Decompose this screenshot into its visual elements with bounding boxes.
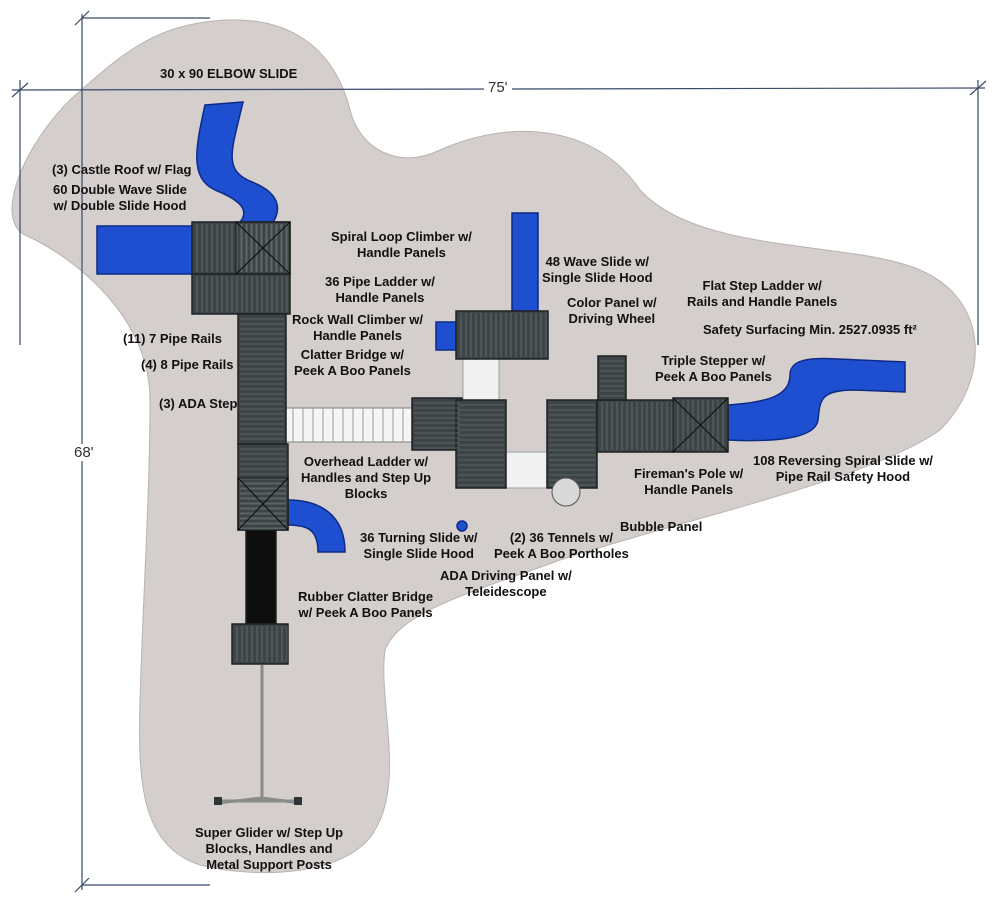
- slides: [96, 101, 906, 553]
- label-8-pipe-rails: (4) 8 Pipe Rails: [141, 357, 234, 372]
- label-color-panel: Color Panel w/ Driving Wheel: [567, 295, 657, 326]
- reversing-spiral-slide: [727, 357, 906, 442]
- flat-step-ladder: [597, 355, 627, 401]
- deck-wave-tower: [455, 310, 549, 360]
- label-tennels: (2) 36 Tennels w/ Peek A Boo Portholes: [494, 530, 629, 561]
- turning-slide-exit: [456, 520, 468, 532]
- label-firemans-pole: Fireman's Pole w/ Handle Panels: [634, 466, 744, 497]
- width-dimension-label: 75': [484, 79, 512, 96]
- label-triple-stepper: Triple Stepper w/ Peek A Boo Panels: [655, 353, 772, 384]
- label-overhead-ladder: Overhead Ladder w/ Handles and Step Up B…: [301, 454, 432, 501]
- deck-center: [455, 399, 507, 489]
- rock-wall-climber: [435, 321, 457, 351]
- label-wave-slide: 48 Wave Slide w/ Single Slide Hood: [542, 254, 653, 285]
- label-ada-driving-panel: ADA Driving Panel w/ Teleidescope: [440, 568, 572, 599]
- height-dimension-label: 68': [70, 444, 98, 461]
- double-wave-slide: [96, 225, 196, 275]
- super-glider-frame: [214, 665, 302, 805]
- turning-slide: [287, 499, 346, 553]
- label-elbow-slide: 30 x 90 ELBOW SLIDE: [160, 66, 298, 81]
- deck-tower-lower: [191, 273, 291, 315]
- label-safety-surfacing: Safety Surfacing Min. 2527.0935 ft²: [703, 322, 917, 337]
- label-super-glider: Super Glider w/ Step Up Blocks, Handles …: [195, 825, 344, 872]
- label-rock-wall-climber: Rock Wall Climber w/ Handle Panels: [292, 312, 423, 343]
- label-clatter-bridge: Clatter Bridge w/ Peek A Boo Panels: [294, 347, 411, 378]
- label-rubber-clatter-bridge: Rubber Clatter Bridge w/ Peek A Boo Pane…: [298, 589, 434, 620]
- tennel-horizontal: [504, 451, 548, 489]
- label-turning-slide: 36 Turning Slide w/ Single Slide Hood: [360, 530, 478, 561]
- bubble-panel: [551, 477, 581, 507]
- label-double-wave-slide: 60 Double Wave Slide w/ Double Slide Hoo…: [53, 182, 187, 213]
- label-pipe-ladder: 36 Pipe Ladder w/ Handle Panels: [325, 274, 435, 305]
- wave-slide: [511, 212, 539, 312]
- tennel-vertical: [462, 357, 500, 401]
- label-bubble-panel: Bubble Panel: [620, 519, 703, 534]
- rubber-clatter-bridge: [245, 529, 277, 625]
- label-spiral-loop-climber: Spiral Loop Climber w/ Handle Panels: [331, 229, 472, 260]
- overhead-ladder: [284, 407, 416, 443]
- decks: [191, 221, 729, 665]
- label-castle-roof: (3) Castle Roof w/ Flag: [52, 162, 192, 177]
- deck-glider-platform: [231, 623, 289, 665]
- label-7-pipe-rails: (11) 7 Pipe Rails: [123, 331, 222, 346]
- deck-center-left: [411, 397, 463, 451]
- label-ada-step: (3) ADA Step: [159, 396, 238, 411]
- deck-triple-stepper: [596, 399, 674, 453]
- label-reversing-spiral-slide: 108 Reversing Spiral Slide w/ Pipe Rail …: [753, 453, 933, 484]
- label-flat-step-ladder: Flat Step Ladder w/ Rails and Handle Pan…: [687, 278, 838, 309]
